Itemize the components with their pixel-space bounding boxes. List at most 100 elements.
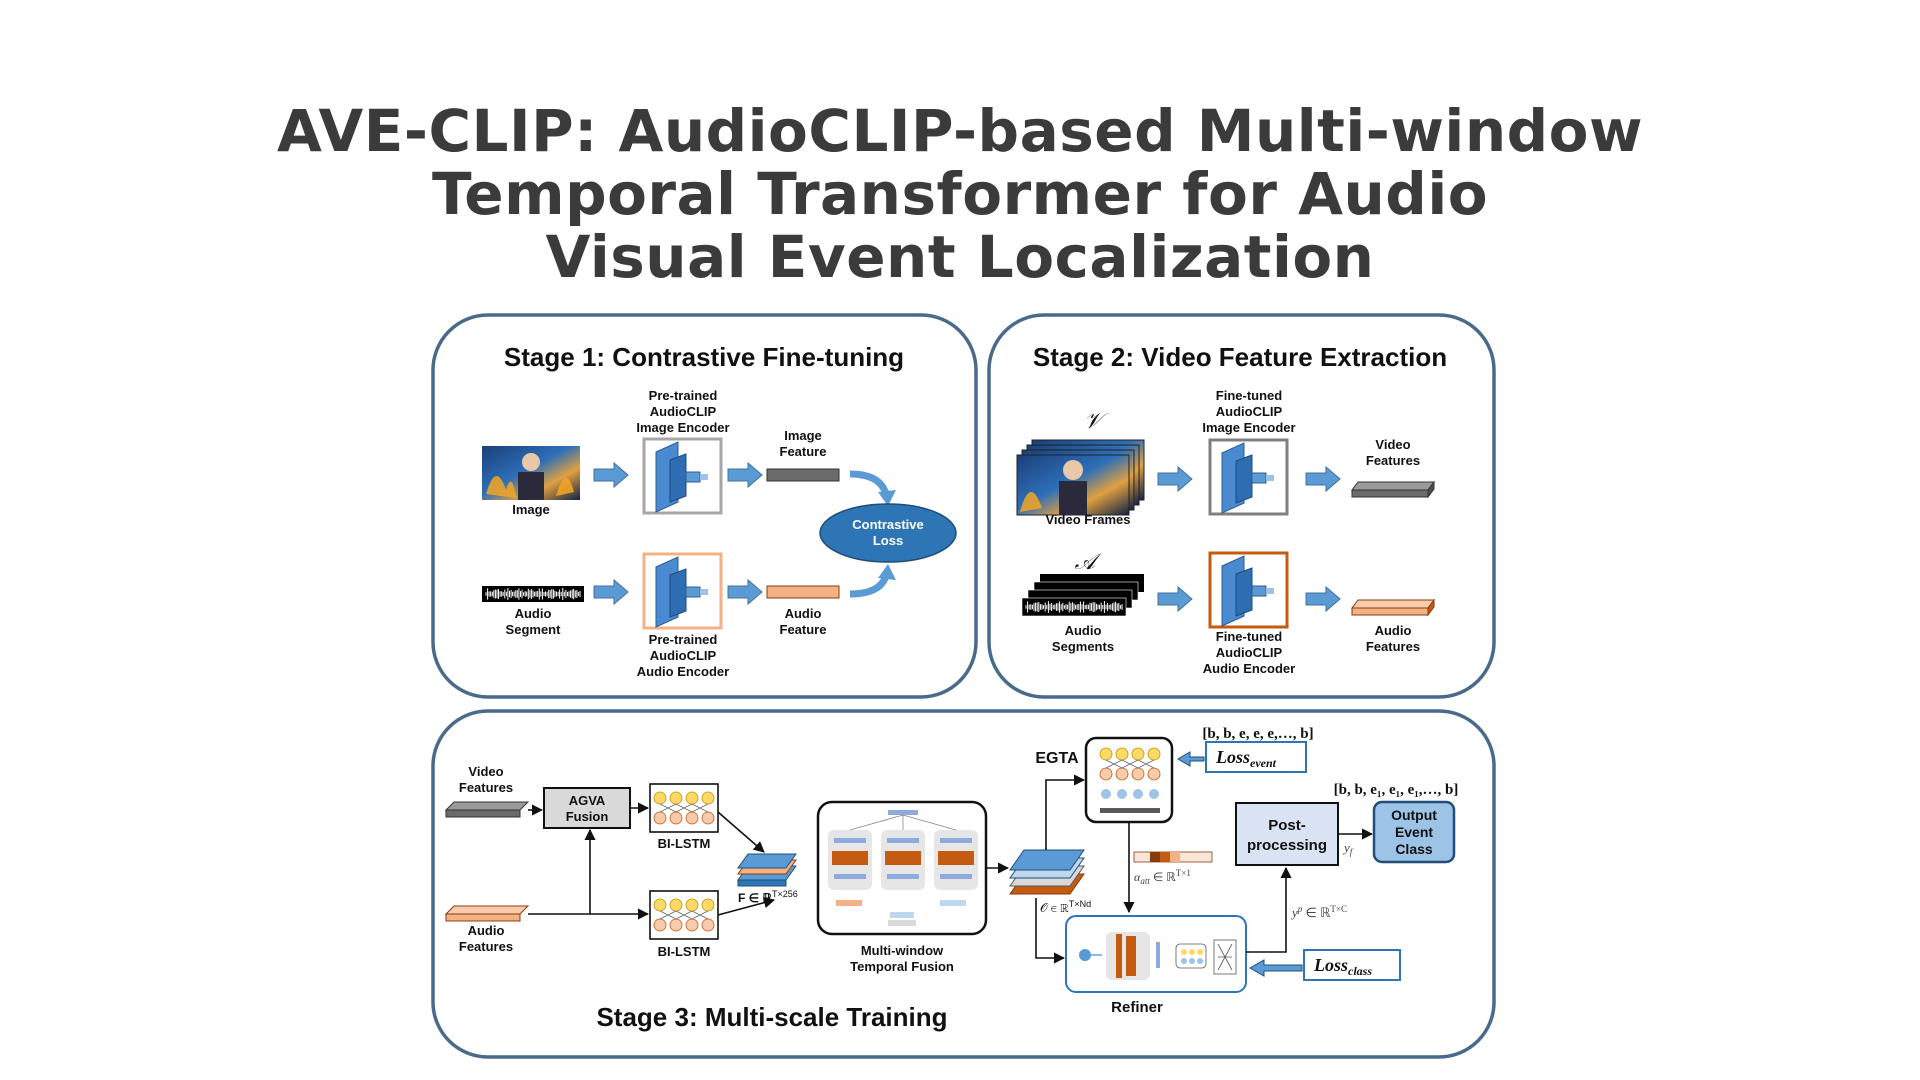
audio-feature-label-1: Audio — [785, 606, 822, 621]
bilstm-top-label: BI-LSTM — [658, 836, 711, 851]
curve-arrow-audio-head — [878, 564, 896, 580]
stage1-title: Stage 1: Contrastive Fine-tuning — [504, 342, 904, 372]
stage3-panel — [431, 709, 1496, 1059]
loss-class-label: Lossclass — [1313, 955, 1372, 978]
s1-image-encoder-label-2: AudioCLIP — [650, 404, 717, 419]
class-sequence: [b, b, e₁, e₁, e₁,…, b] — [1334, 782, 1459, 798]
agva-label-1: AGVA — [569, 793, 606, 808]
mwtf-label-1: Multi-window — [861, 943, 944, 958]
s2-audio-features-top — [1351, 599, 1435, 609]
yf-label: yf — [1342, 840, 1354, 857]
audio-waveform-thumbnail — [482, 586, 584, 602]
refiner-label: Refiner — [1111, 999, 1163, 1016]
arrow-encoder-to-image-feature — [727, 462, 763, 488]
s2-audio-features-label-2: Features — [1366, 639, 1420, 654]
image-label: Image — [512, 502, 550, 517]
output-event-class-box — [1372, 800, 1456, 864]
f-tensor — [737, 853, 797, 887]
egta-label: EGTA — [1035, 750, 1079, 767]
image-feature-label-1: Image — [784, 428, 822, 443]
audio-segment-label-line2: Segment — [506, 622, 562, 637]
title-line-3: Visual Event Localization — [545, 223, 1375, 291]
event-sequence: [b, b, e, e, e,…, b] — [1202, 726, 1313, 742]
video-frames-label: Video Frames — [1045, 512, 1130, 527]
s3-video-features-label-2: Features — [459, 780, 513, 795]
o-tensor — [1009, 849, 1085, 895]
postprocessing-label-1: Post- — [1268, 817, 1306, 834]
s3-video-features-slab — [444, 801, 530, 811]
s3-audio-features-slab — [444, 905, 530, 915]
egta-internals — [1099, 747, 1161, 813]
arrow-audio-to-encoder — [593, 579, 629, 605]
s1-audio-encoder-label-2: AudioCLIP — [650, 648, 717, 663]
output-label-1: Output — [1391, 807, 1437, 823]
arrow-encoder-to-audio-feature — [727, 579, 763, 605]
s2-audio-encoder-label-1: Fine-tuned — [1216, 629, 1282, 644]
arrow-encoder-to-video-features — [1305, 466, 1341, 492]
s1-audio-encoder-label-3: Audio Encoder — [637, 664, 729, 679]
loss-event-label: Lossevent — [1215, 747, 1277, 770]
audio-feature-label-2: Feature — [780, 622, 827, 637]
s1-audio-encoder-label-1: Pre-trained — [649, 632, 718, 647]
curve-arrow-audio-to-loss — [849, 574, 890, 598]
s2-audio-features-label-1: Audio — [1375, 623, 1412, 638]
curve-arrow-image-to-loss — [849, 470, 890, 496]
stage2-title: Stage 2: Video Feature Extraction — [1033, 342, 1447, 372]
bilstm-bottom-label: BI-LSTM — [658, 944, 711, 959]
refiner-internals — [1079, 932, 1237, 980]
mwtf-label-2: Temporal Fusion — [850, 959, 954, 974]
mwtf-internals — [828, 810, 978, 926]
arrow-frames-to-encoder — [1157, 466, 1193, 492]
slide-title: AVE-CLIP: AudioCLIP-based Multi-window T… — [0, 100, 1920, 289]
s1-image-encoder-label-3: Image Encoder — [636, 420, 729, 435]
audio-segments-label-2: Segments — [1052, 639, 1114, 654]
title-line-2: Temporal Transformer for Audio — [431, 160, 1489, 228]
audio-symbol: 𝒜 — [1075, 549, 1102, 574]
title-line-1: AVE-CLIP: AudioCLIP-based Multi-window — [276, 97, 1644, 165]
postprocessing-box — [1235, 802, 1339, 866]
s2-video-features-top — [1351, 481, 1435, 491]
f-label: F ∈ ℝT×256 — [738, 889, 798, 905]
stage3-title: Stage 3: Multi-scale Training — [596, 1002, 947, 1032]
s3-audio-features-label-1: Audio — [468, 923, 505, 938]
s2-image-encoder-label-2: AudioCLIP — [1216, 404, 1283, 419]
curve-arrow-image-head — [878, 490, 896, 506]
audio-segments-label-1: Audio — [1065, 623, 1102, 638]
stage1-panel — [431, 313, 978, 699]
arrow-encoder-to-audio-features — [1305, 586, 1341, 612]
postprocessing-label-2: processing — [1247, 837, 1327, 854]
s2-audio-encoder-label-2: AudioCLIP — [1216, 645, 1283, 660]
image-feature-bar — [766, 468, 840, 482]
s3-video-features-label-1: Video — [468, 764, 503, 779]
loss-class-box — [1303, 949, 1401, 981]
image-feature-label-2: Feature — [780, 444, 827, 459]
loss-event-arrow — [1177, 751, 1205, 767]
yp-label: yp ∈ ℝT×C — [1290, 904, 1347, 920]
agva-label-2: Fusion — [566, 809, 609, 824]
arrow-segments-to-encoder — [1157, 586, 1193, 612]
video-symbol: 𝒱 — [1084, 408, 1109, 433]
audio-segment-label-line1: Audio — [515, 606, 552, 621]
contrastive-loss-node — [819, 503, 957, 563]
s2-video-features-label-1: Video — [1375, 437, 1410, 452]
audio-feature-bar — [766, 585, 840, 599]
s2-image-encoder-label-3: Image Encoder — [1202, 420, 1295, 435]
alpha-att-bar — [1133, 851, 1213, 863]
s2-video-features-slab — [1351, 489, 1429, 498]
video-frames-stack — [1016, 439, 1145, 516]
o-label: 𝒪 ∈ ℝT×Nd — [1040, 899, 1091, 915]
output-label-3: Class — [1395, 841, 1433, 857]
agva-fusion-box — [543, 787, 631, 829]
stage2-panel — [987, 313, 1496, 699]
contrastive-loss-label-1: Contrastive — [852, 517, 924, 532]
s2-image-encoder-label-1: Fine-tuned — [1216, 388, 1282, 403]
s3-audio-features-label-2: Features — [459, 939, 513, 954]
alpha-att-label: αatt ∈ ℝT×1 — [1134, 868, 1191, 886]
s2-audio-features-slab — [1351, 607, 1429, 616]
arrow-image-to-encoder — [593, 462, 629, 488]
output-label-2: Event — [1395, 824, 1433, 840]
audio-segments-stack — [1021, 574, 1144, 617]
input-image-thumbnail — [482, 446, 580, 500]
s2-audio-encoder-label-3: Audio Encoder — [1203, 661, 1295, 676]
